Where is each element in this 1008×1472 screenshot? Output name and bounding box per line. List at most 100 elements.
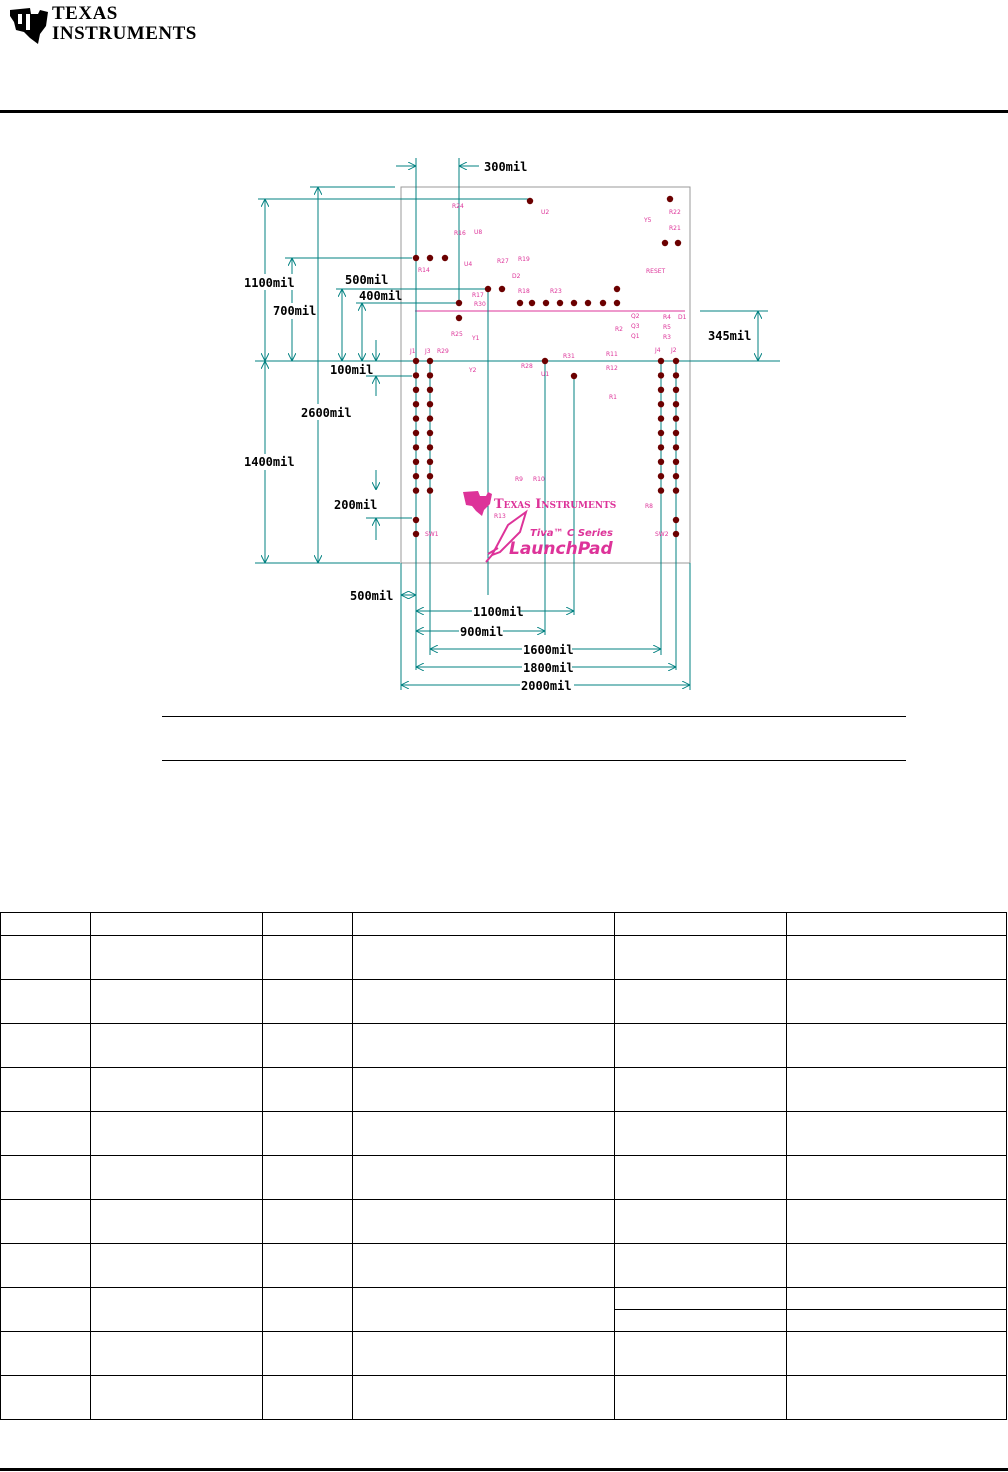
ti-logo [10,8,48,44]
dim-label-2000: 2000mil [521,679,572,693]
pad [556,299,564,307]
pad [672,473,680,480]
pad [412,429,420,437]
comp-Q2: Q2 [631,313,640,320]
board-series: Tiva™ C Series [530,528,613,539]
pad [516,299,524,307]
comp-R2: R2 [615,326,623,333]
comp-R27: R27 [497,258,509,265]
comp-R10: R10 [533,476,545,483]
pad [570,372,578,380]
comp-R18: R18 [518,288,530,295]
table-row [0,1199,1007,1244]
comp-R19: R19 [518,256,530,263]
pad [672,458,680,465]
pad [498,285,506,293]
pad [412,444,420,451]
comp-Q3: Q3 [631,323,640,330]
board-dimension-drawing: 300mil 500mil 400mil 1100mil 700mil 345m… [243,158,780,694]
comp-R29: R29 [437,348,449,355]
pad [412,254,420,262]
pad [426,429,434,437]
pad [657,415,665,422]
header-rule [0,110,1008,113]
pad [661,239,669,247]
table-row [0,979,1007,1024]
pad [455,299,463,307]
dim-label-345: 345mil [708,329,751,343]
pad [412,473,420,480]
pad [672,357,680,365]
pad [657,429,665,437]
pad [613,299,621,307]
pad [412,386,420,393]
pad [672,516,680,524]
ti-board-logo-icon [463,491,492,516]
pad [657,372,665,379]
pad [657,487,665,494]
caption-rule-top [162,716,906,717]
comp-R31: R31 [563,353,575,360]
comp-Y2: Y2 [468,367,477,374]
pad [412,516,420,524]
table-row [0,1331,1007,1376]
comp-R16: R16 [454,230,466,237]
table-row-split-bottom [1,1309,1007,1332]
dim-label-1800: 1800mil [523,661,574,675]
comp-R11: R11 [606,351,618,358]
pad [412,487,420,494]
pad [672,530,680,538]
pad [613,285,621,293]
company-line2: Instruments [52,23,197,44]
comp-R24: R24 [452,203,464,210]
dim-label-500-top: 500mil [345,273,388,287]
comp-J2: J2 [670,347,677,354]
dim-label-1400: 1400mil [244,455,295,469]
pad [426,386,434,393]
comp-D2: D2 [512,273,521,280]
pad [657,473,665,480]
pad [657,401,665,408]
pad [484,285,492,293]
company-name: Texas Instruments [52,4,197,44]
comp-U2: U2 [541,209,549,216]
pad [672,429,680,437]
pad [412,401,420,408]
dim-label-300: 300mil [484,160,527,174]
dim-label-1100-h: 1100mil [473,605,524,619]
pad [570,299,578,307]
pad [412,357,420,365]
comp-Q1: Q1 [631,333,640,340]
pad [526,197,534,205]
dim-label-900: 900mil [460,625,503,639]
dim-label-400: 400mil [359,289,402,303]
pad [657,444,665,451]
table-header-row [0,912,1007,936]
dim-label-100: 100mil [330,363,373,377]
table-row [0,1111,1007,1156]
comp-R21: R21 [669,225,681,232]
comp-J3: J3 [424,348,431,355]
dim-label-200: 200mil [334,498,377,512]
pad [426,487,434,494]
comp-R1: R1 [609,394,617,401]
pad [412,372,420,379]
dim-label-700: 700mil [273,304,316,318]
pad [672,386,680,393]
footer-rule [0,1468,1008,1471]
dim-label-500-bottom: 500mil [350,589,393,603]
table-row [0,1375,1007,1420]
comp-R8: R8 [645,503,653,510]
comp-RESET: RESET [646,268,666,275]
comp-J1: J1 [409,348,416,355]
pad [599,299,607,307]
comp-U1: U1 [541,371,549,378]
pad [412,415,420,422]
table-row-split-top [0,1287,1007,1332]
board-product: LaunchPad [509,539,614,559]
pad [672,415,680,422]
comp-R14: R14 [418,267,430,274]
pad [426,444,434,451]
comp-R17: R17 [472,292,484,299]
dim-label-1600: 1600mil [523,643,574,657]
